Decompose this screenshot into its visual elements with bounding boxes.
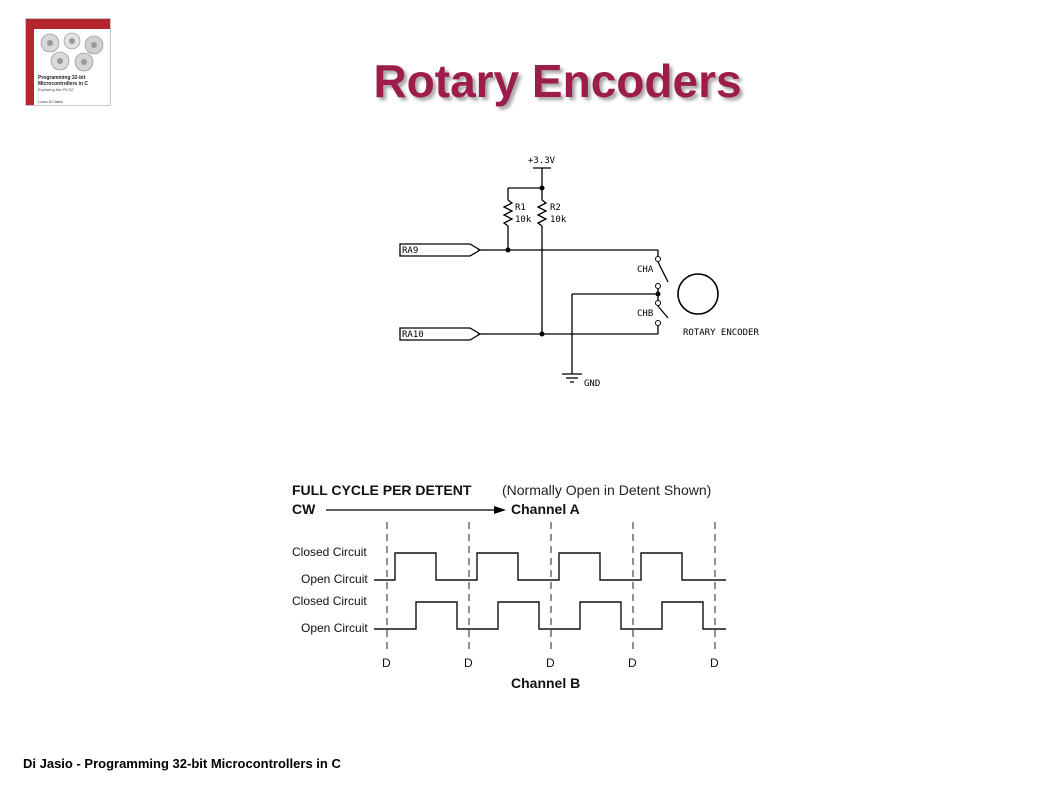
r1-value: 10k <box>515 215 532 225</box>
ground-label: GND <box>584 379 600 389</box>
book-subtitle: Exploring the PIC32 <box>38 87 74 92</box>
r1-name: R1 <box>515 203 526 213</box>
closed-label-b: Closed Circuit <box>292 594 367 608</box>
book-cover: Programming 32-bit Microcontrollers in C… <box>25 18 111 106</box>
r2-value: 10k <box>550 215 567 225</box>
supply-label: +3.3V <box>528 156 556 166</box>
channel-a-label: Channel A <box>511 501 580 517</box>
detent-label: D <box>382 656 391 670</box>
cha-label: CHA <box>637 265 654 275</box>
detent-label: D <box>546 656 555 670</box>
book-author: Lucio Di Jasio <box>38 99 63 104</box>
timing-heading-note: (Normally Open in Detent Shown) <box>502 482 711 498</box>
book-cover-art <box>40 32 104 72</box>
book-spine <box>26 19 34 105</box>
r2-name: R2 <box>550 203 561 213</box>
channel-a-waveform <box>374 552 726 581</box>
pin-ra10-label: RA10 <box>402 330 424 340</box>
chb-label: CHB <box>637 309 653 319</box>
open-label-a: Open Circuit <box>301 572 368 586</box>
detent-label: D <box>628 656 637 670</box>
book-top-band <box>34 19 110 29</box>
closed-label-a: Closed Circuit <box>292 545 367 559</box>
channel-b-label: Channel B <box>511 675 580 691</box>
book-title: Programming 32-bit Microcontrollers in C <box>38 75 89 87</box>
slide-footer: Di Jasio - Programming 32-bit Microcontr… <box>23 756 341 771</box>
channel-b-waveform <box>374 601 726 630</box>
pin-ra9-label: RA9 <box>402 246 418 256</box>
open-label-b: Open Circuit <box>301 621 368 635</box>
encoder-label: ROTARY ENCODER <box>683 328 759 338</box>
timing-heading-bold: FULL CYCLE PER DETENT <box>292 482 472 498</box>
cw-arrow <box>326 506 506 514</box>
detent-label: D <box>464 656 473 670</box>
slide-title: Rotary Encoders <box>373 55 742 107</box>
cw-label: CW <box>292 501 316 517</box>
detent-label: D <box>710 656 719 670</box>
